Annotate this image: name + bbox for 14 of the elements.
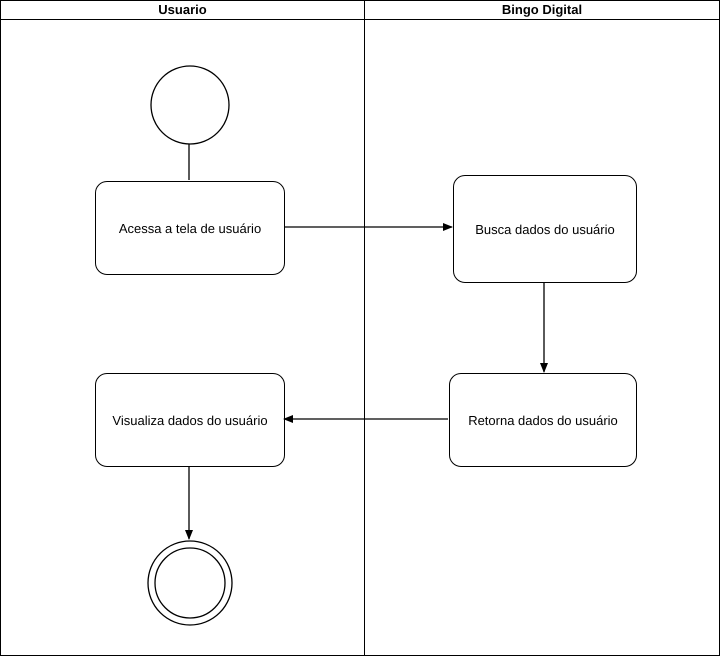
arrow — [283, 415, 448, 423]
arrow — [185, 466, 193, 540]
activity-box: Acessa a tela de usuário — [95, 181, 285, 275]
activity-box: Visualiza dados do usuário — [95, 373, 285, 467]
arrow — [540, 282, 548, 373]
end-node — [147, 540, 233, 626]
arrow — [284, 223, 453, 231]
lane-header: Bingo Digital — [365, 1, 719, 20]
activity-box: Retorna dados do usuário — [449, 373, 637, 467]
start-node — [150, 65, 230, 145]
lane-header: Usuario — [1, 1, 364, 20]
swimlane — [364, 0, 720, 656]
swimlane — [0, 0, 365, 656]
activity-box: Busca dados do usuário — [453, 175, 637, 283]
